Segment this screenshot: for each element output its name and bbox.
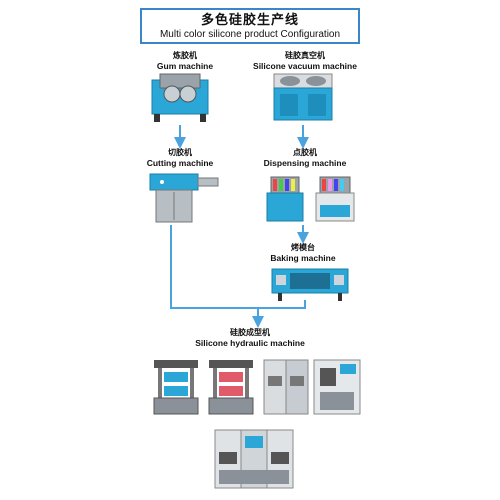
label-hydraulic: 硅胶成型机 Silicone hydraulic machine bbox=[185, 328, 315, 348]
label-baking: 烤模台 Baking machine bbox=[258, 243, 348, 263]
arrow-cutting-to-hydraulic bbox=[170, 225, 258, 309]
label-dispensing: 点胶机 Dispensing machine bbox=[250, 148, 360, 168]
label-hydraulic-cn: 硅胶成型机 bbox=[230, 328, 270, 337]
label-gum-cn: 炼胶机 bbox=[173, 51, 197, 60]
hydraulic-machine-image-4 bbox=[313, 359, 361, 415]
hydraulic-machine-image-large bbox=[214, 429, 294, 489]
baking-machine-image bbox=[271, 268, 349, 301]
label-cutting-en: Cutting machine bbox=[146, 158, 214, 168]
label-cutting-cn: 切胶机 bbox=[168, 148, 192, 157]
hydraulic-machine-image-1 bbox=[153, 360, 199, 415]
label-hydraulic-en: Silicone hydraulic machine bbox=[195, 338, 305, 348]
label-baking-cn: 烤模台 bbox=[291, 243, 315, 252]
label-cutting: 切胶机 Cutting machine bbox=[130, 148, 230, 168]
label-gum-en: Gum machine bbox=[156, 61, 214, 71]
label-gum: 炼胶机 Gum machine bbox=[145, 51, 225, 71]
label-vacuum-en: Silicone vacuum machine bbox=[253, 61, 357, 71]
label-dispensing-cn: 点胶机 bbox=[293, 148, 317, 157]
dispensing-machine-image-2 bbox=[315, 176, 355, 222]
title-chinese: 多色硅胶生产线 bbox=[200, 12, 299, 27]
label-dispensing-en: Dispensing machine bbox=[263, 158, 347, 168]
label-vacuum-cn: 硅胶真空机 bbox=[285, 51, 325, 60]
gum-machine-image bbox=[151, 73, 209, 122]
cutting-machine-image bbox=[149, 173, 219, 223]
label-vacuum: 硅胶真空机 Silicone vacuum machine bbox=[245, 51, 365, 71]
hydraulic-machine-image-3 bbox=[263, 359, 309, 415]
label-baking-en: Baking machine bbox=[270, 253, 336, 263]
title-box: 多色硅胶生产线 Multi color silicone product Con… bbox=[140, 8, 360, 44]
dispensing-machine-image-1 bbox=[266, 176, 304, 222]
vacuum-machine-image bbox=[273, 73, 333, 121]
title-english: Multi color silicone product Configurati… bbox=[159, 29, 341, 40]
hydraulic-machine-image-2 bbox=[208, 360, 254, 415]
arrow-baking-to-hydraulic bbox=[258, 300, 306, 309]
